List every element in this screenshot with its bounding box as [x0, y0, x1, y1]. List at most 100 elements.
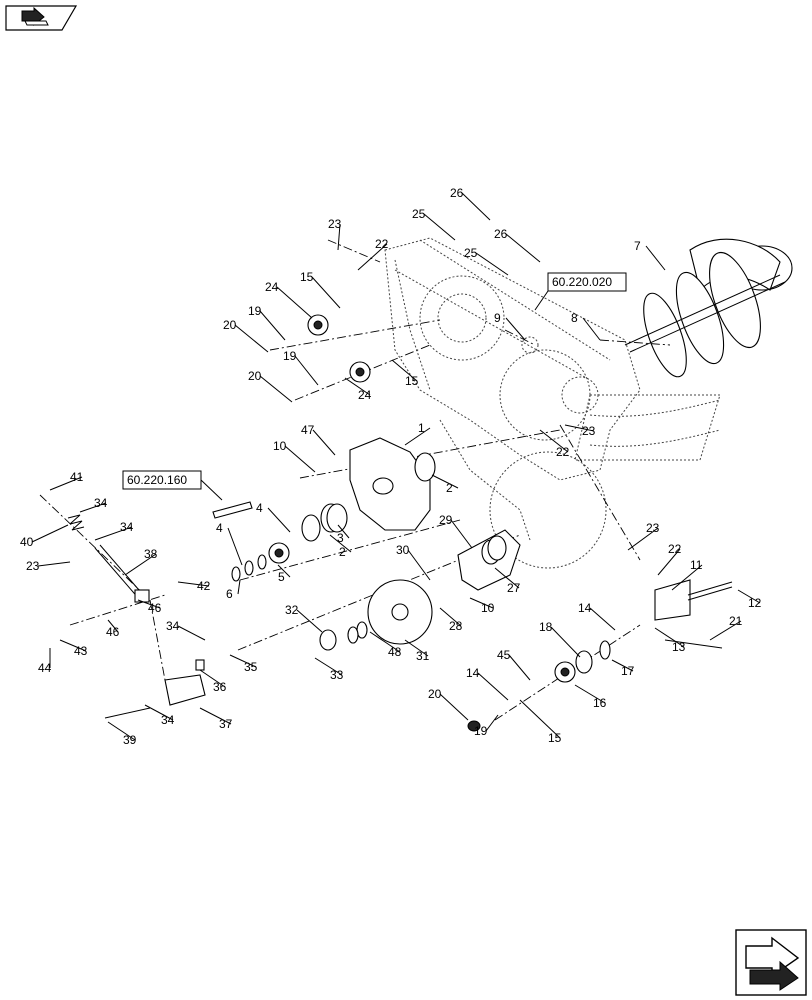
- callout-8: 8: [571, 311, 578, 325]
- callout-22: 22: [556, 445, 570, 459]
- callout-leader: [485, 714, 499, 732]
- large-sprocket: [319, 579, 433, 651]
- callout-leader: [199, 669, 226, 688]
- callout-47: 47: [301, 423, 315, 437]
- callout-34: 34: [94, 496, 108, 510]
- callout-leader: [37, 561, 71, 567]
- callout-leader: [505, 317, 526, 341]
- callout-24: 24: [265, 280, 279, 294]
- callout-leader: [337, 524, 350, 539]
- callout-leader: [611, 659, 634, 672]
- callout-leader: [276, 286, 313, 319]
- callout-34: 34: [166, 619, 180, 633]
- callout-33: 33: [330, 668, 344, 682]
- callout-20: 20: [248, 369, 262, 383]
- callout-18: 18: [539, 620, 553, 634]
- callout-leader: [107, 619, 119, 633]
- callout-leader: [550, 626, 581, 658]
- tension-rod: [67, 514, 150, 603]
- callout-leader: [267, 507, 291, 533]
- callout-leader: [277, 564, 291, 578]
- callout-leader: [477, 672, 509, 701]
- frame-plate: [384, 237, 641, 569]
- callout-3: 3: [337, 531, 344, 545]
- callout-leader: [709, 620, 742, 641]
- callout-44: 44: [38, 661, 52, 675]
- callout-24: 24: [358, 388, 372, 402]
- callout-leader: [450, 519, 473, 549]
- callout-38: 38: [144, 547, 158, 561]
- callout-17: 17: [621, 664, 635, 678]
- drive-chain: [394, 239, 721, 461]
- callout-26: 26: [450, 186, 464, 200]
- callout-22: 22: [375, 237, 389, 251]
- callout-29: 29: [439, 513, 453, 527]
- callout-19: 19: [283, 349, 297, 363]
- mount-bracket: [654, 579, 733, 649]
- callout-14: 14: [466, 666, 480, 680]
- callout-leader: [391, 359, 418, 382]
- callout-leader: [31, 524, 69, 543]
- callout-leader: [369, 631, 401, 653]
- ref-link-60-220-160[interactable]: 60.220.160: [122, 470, 223, 501]
- callout-40: 40: [20, 535, 34, 549]
- callout-35: 35: [244, 660, 258, 674]
- tensioner-bracket: [457, 529, 521, 591]
- callout-leader: [296, 609, 323, 633]
- callout-23: 23: [646, 521, 660, 535]
- callout-20: 20: [223, 318, 237, 332]
- callout-4: 4: [216, 521, 223, 535]
- callout-12: 12: [748, 596, 762, 610]
- callout-leader: [564, 424, 595, 432]
- callout-leader: [227, 527, 243, 566]
- book-arrow-icon[interactable]: [5, 5, 78, 31]
- callout-leader: [469, 597, 494, 609]
- callout-leader: [344, 377, 371, 396]
- callout-23: 23: [328, 217, 342, 231]
- callout-1: 1: [418, 421, 425, 435]
- next-page-arrow-icon[interactable]: [735, 929, 807, 996]
- callout-leader: [404, 639, 429, 657]
- callout-leader: [519, 699, 561, 739]
- callout-leader: [124, 553, 157, 576]
- callout-leader: [329, 534, 352, 553]
- callout-leader: [508, 654, 531, 681]
- callout-leader: [645, 245, 666, 271]
- callout-16: 16: [593, 696, 607, 710]
- callout-leader: [423, 213, 456, 241]
- callout-15: 15: [405, 374, 419, 388]
- callout-leader: [177, 581, 210, 587]
- hub-plate: [349, 437, 436, 531]
- callout-4: 4: [256, 501, 263, 515]
- callout-labels: 1223445678910101112131414151515161718191…: [20, 186, 762, 747]
- ref-link-text: 60.220.160: [127, 473, 187, 487]
- callout-leader: [311, 276, 341, 309]
- callout-11: 11: [690, 558, 703, 572]
- small-sprocket: [231, 542, 290, 582]
- callout-25: 25: [464, 246, 478, 260]
- callout-13: 13: [672, 640, 686, 654]
- ref-link-60-220-020[interactable]: 60.220.020: [534, 272, 627, 311]
- callout-leader: [94, 526, 133, 541]
- ref-link-text: 60.220.020: [552, 275, 612, 289]
- callout-5: 5: [278, 570, 285, 584]
- callout-leader: [107, 721, 136, 741]
- callout-leader: [312, 429, 336, 456]
- callout-leader: [59, 639, 87, 652]
- callout-34: 34: [161, 713, 175, 727]
- callout-leader: [404, 427, 431, 446]
- auger-flight: [624, 238, 793, 378]
- callout-leader: [439, 693, 469, 721]
- callout-15: 15: [300, 270, 314, 284]
- callout-10: 10: [481, 601, 495, 615]
- callout-leader: [49, 476, 83, 491]
- callout-leader: [654, 627, 685, 648]
- callout-leader: [431, 474, 459, 489]
- idler-arm: [104, 659, 206, 719]
- callout-leader: [314, 657, 343, 676]
- callout-leader: [505, 233, 541, 263]
- callout-42: 42: [197, 579, 211, 593]
- callout-leader: [137, 599, 161, 609]
- callout-leader: [357, 243, 388, 271]
- callout-23: 23: [26, 559, 40, 573]
